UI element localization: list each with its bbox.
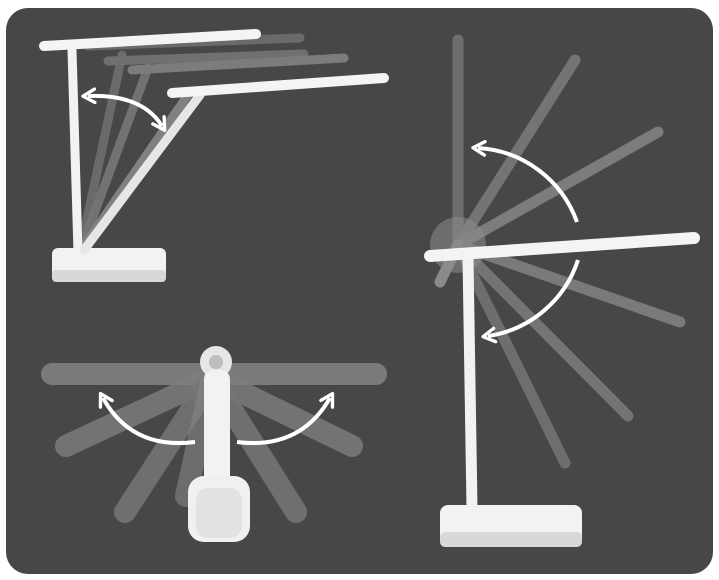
lamp-adjustment-panel: [6, 8, 713, 574]
pivot-joint: [430, 217, 486, 273]
lamp-arm: [468, 258, 472, 508]
lamp-arm: [72, 50, 78, 252]
